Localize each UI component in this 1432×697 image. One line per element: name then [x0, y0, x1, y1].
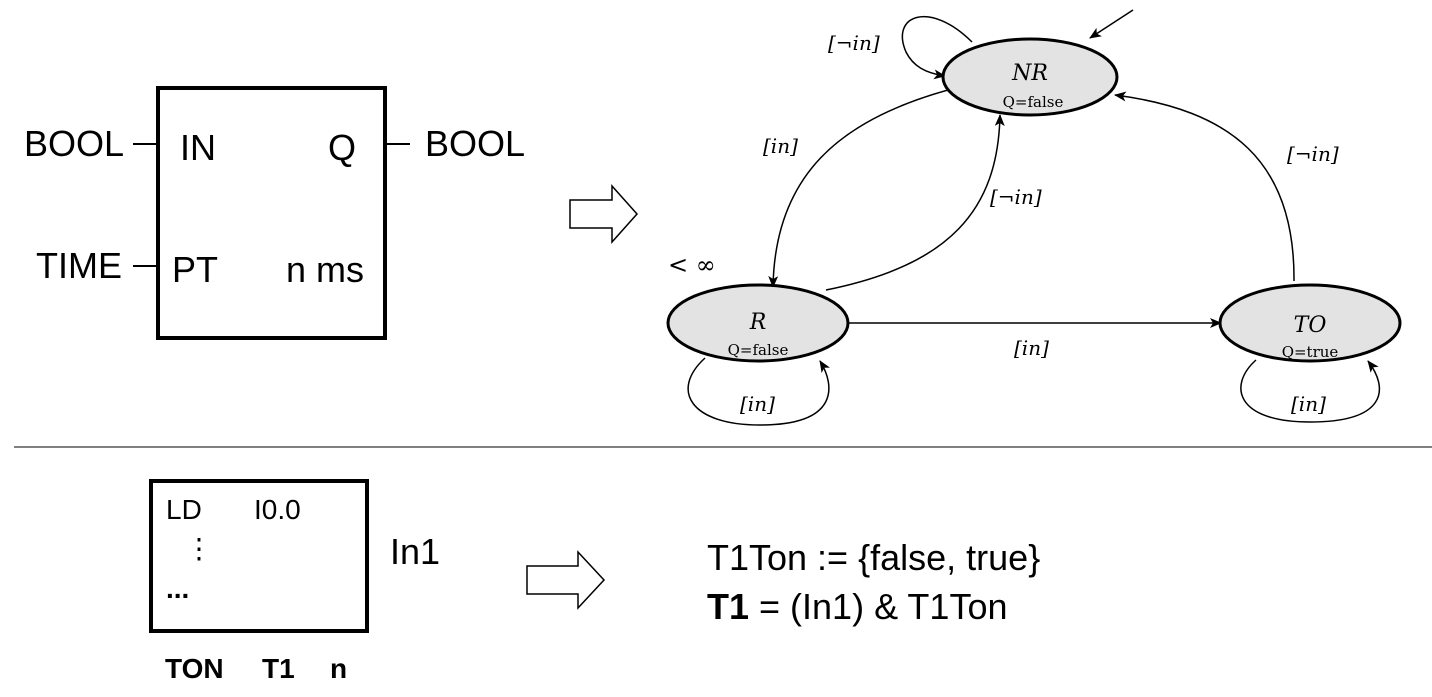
translation-arrow-icon — [526, 550, 606, 610]
formula-line2: T1 = (In1) & T1Ton — [707, 586, 1007, 627]
function-block-box — [156, 86, 387, 340]
il-line2-ellipsis: ⋮ — [185, 533, 213, 564]
formula-line2-bold: T1 — [707, 586, 749, 627]
in-port-label: IN — [180, 127, 216, 168]
r-to-nr-edge — [825, 114, 1005, 291]
formula-line2-rest: = (In1) & T1Ton — [749, 586, 1007, 627]
il-block-box — [149, 479, 369, 633]
il-footer-timer: T1 — [262, 653, 295, 684]
nr-self-loop — [901, 15, 973, 80]
translation-arrow-icon — [569, 184, 639, 244]
state-r-output: Q=false — [728, 341, 789, 359]
il-footer-instr: TON — [165, 653, 224, 684]
to-self-loop — [1240, 359, 1381, 423]
guard-nr-self: [¬in] — [828, 31, 880, 55]
out-type-label: BOOL — [425, 123, 525, 164]
initial-arrow — [1089, 9, 1134, 39]
guard-r-to-to: [in] — [1014, 336, 1049, 360]
state-r-invariant: < ∞ — [668, 251, 716, 279]
state-nr-name: NR — [1011, 61, 1048, 86]
r-self-loop — [687, 357, 831, 426]
in-type-label: BOOL — [24, 123, 124, 164]
state-to-node — [1218, 283, 1402, 363]
guard-to-self: [in] — [1291, 392, 1326, 416]
state-nr-output: Q=false — [1003, 93, 1064, 111]
il-line1-arg: I0.0 — [254, 494, 301, 525]
il-line3-ellipsis: ... — [166, 573, 189, 604]
guard-to-to-nr: [¬in] — [1287, 142, 1339, 166]
timed-automaton: NR Q=false R Q=false < ∞ TO Q=true [¬in]… — [666, 9, 1402, 426]
q-port-label: Q — [328, 127, 356, 168]
pt-port-label: PT — [172, 249, 218, 290]
ton-function-block: BOOL BOOL TIME IN Q PT n ms — [24, 86, 525, 340]
formula-block: T1Ton := {false, true} T1 = (In1) & T1To… — [707, 537, 1040, 627]
state-nr-node — [941, 37, 1119, 117]
il-output-label: In1 — [390, 531, 440, 572]
nr-to-r-edge — [768, 89, 949, 288]
guard-nr-to-r: [in] — [763, 134, 798, 158]
guard-r-self: [in] — [740, 392, 775, 416]
state-r: R Q=false < ∞ — [666, 251, 850, 363]
formula-line1: T1Ton := {false, true} — [707, 537, 1040, 578]
state-to: TO Q=true — [1218, 283, 1402, 363]
guard-r-to-nr: [¬in] — [990, 185, 1042, 209]
pt-type-label: TIME — [36, 245, 122, 286]
state-r-name: R — [749, 310, 767, 335]
to-to-nr-edge — [1114, 91, 1295, 282]
state-nr: NR Q=false — [941, 37, 1119, 117]
il-block: LD I0.0 ⋮ ... In1 TON T1 n — [149, 479, 440, 684]
state-to-output: Q=true — [1282, 343, 1339, 361]
pt-value-label: n ms — [286, 249, 364, 290]
il-line1-op: LD — [166, 494, 202, 525]
state-r-node — [666, 283, 850, 363]
state-to-name: TO — [1294, 313, 1327, 338]
il-footer-param: n — [330, 653, 347, 684]
